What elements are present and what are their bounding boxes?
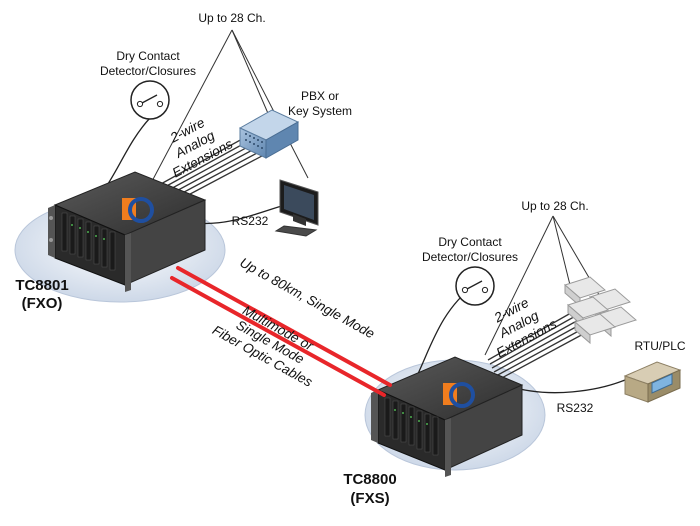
left-device-name: TC8801 xyxy=(15,277,68,294)
left-detector-label-1: Dry Contact xyxy=(116,49,180,63)
rtu-icon xyxy=(623,361,682,403)
left-channels-label: Up to 28 Ch. xyxy=(198,11,265,25)
right-detector-label-1: Dry Contact xyxy=(438,235,502,249)
right-extension-label: 2-wire Analog Extensions xyxy=(491,295,560,361)
pbx-icon xyxy=(238,109,300,159)
right-switch-icon xyxy=(455,266,495,306)
right-detector-label-2: Detector/Closures xyxy=(422,250,518,264)
left-switch-icon xyxy=(130,80,170,120)
phone-icon xyxy=(564,276,637,345)
right-device-name: TC8800 xyxy=(343,471,396,488)
left-detector-label-2: Detector/Closures xyxy=(100,64,196,78)
left-extension-label: 2-wire Analog Extensions xyxy=(167,115,236,181)
left-logo-icon xyxy=(122,197,154,223)
right-channels-label: Up to 28 Ch. xyxy=(521,199,588,213)
right-logo-icon xyxy=(443,382,475,408)
fiber-optic-cables xyxy=(170,266,392,397)
left-rs232-label: RS232 xyxy=(232,214,269,228)
rtu-label: RTU/PLC xyxy=(634,339,685,353)
pbx-label-1: PBX or xyxy=(301,89,339,103)
right-rack-chassis-icon xyxy=(371,356,524,477)
monitor-icon xyxy=(274,179,319,237)
right-rs232-label: RS232 xyxy=(557,401,594,415)
left-device-mode: (FXO) xyxy=(22,295,63,312)
pbx-label-2: Key System xyxy=(288,104,352,118)
left-channel-lines xyxy=(149,29,309,186)
right-device-mode: (FXS) xyxy=(350,490,389,507)
